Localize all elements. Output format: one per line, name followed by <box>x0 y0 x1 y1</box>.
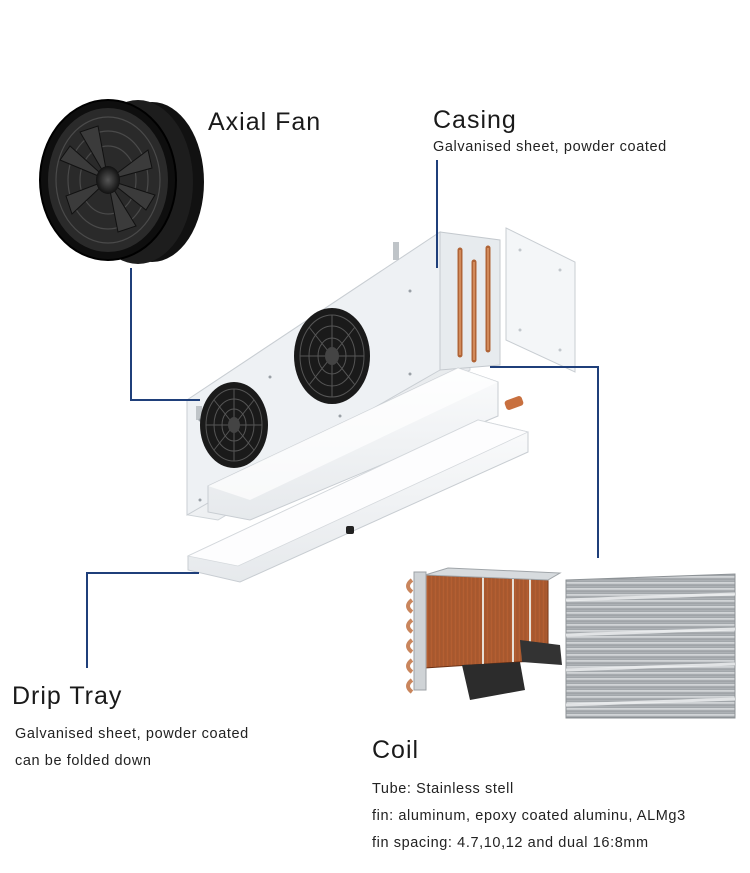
axial-fan-title: Axial Fan <box>208 108 322 136</box>
casing-fan-right <box>294 308 370 404</box>
casing-description: Galvanised sheet, powder coated <box>433 139 667 155</box>
drip-tray-description-line2: can be folded down <box>15 753 152 769</box>
casing-title: Casing <box>433 106 517 134</box>
leader-axial-fan <box>130 268 200 401</box>
drip-tray-title: Drip Tray <box>12 682 123 710</box>
coil-spec-fin: fin: aluminum, epoxy coated aluminu, ALM… <box>372 808 686 824</box>
leader-drip-tray <box>86 572 199 668</box>
leader-coil <box>490 366 599 558</box>
axial-fan-image <box>39 99 204 264</box>
front-flap <box>207 367 499 521</box>
drip-tray-image <box>186 419 530 583</box>
casing-fan-left <box>200 382 268 468</box>
coil-spec-fin-spacing: fin spacing: 4.7,10,12 and dual 16:8mm <box>372 835 649 851</box>
coil-copper-image <box>406 567 562 700</box>
coil-spec-tube: Tube: Stainless stell <box>372 781 514 797</box>
coil-aluminum-image <box>565 573 736 719</box>
drip-tray-description-line1: Galvanised sheet, powder coated <box>15 726 249 742</box>
coil-title: Coil <box>372 736 420 764</box>
leader-lines <box>86 160 599 668</box>
